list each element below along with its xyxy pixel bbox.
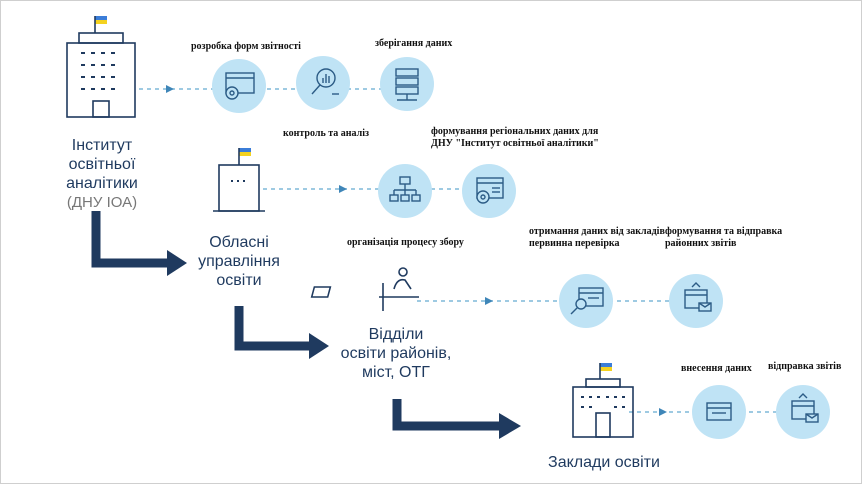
- hierarchy-icon: [389, 176, 421, 202]
- entity-schools-line1: Заклади освіти: [548, 454, 660, 471]
- label-regional-data: формування регіональних даних для ДНУ "І…: [431, 126, 599, 150]
- entity-regional-line2: управління: [198, 253, 280, 270]
- search-doc-icon: [570, 287, 604, 315]
- label-regional-data-line2: ДНУ "Інститут освітньої аналітики": [431, 138, 599, 149]
- circle-data-entry: [692, 385, 746, 439]
- entity-schools: Заклади освіти: [539, 453, 669, 472]
- label-data-entry: внесення даних: [681, 363, 752, 374]
- entity-district: Відділи освіти районів, міст, ОТГ: [334, 325, 458, 382]
- label-receive-data: отримання даних від закладів первинна пе…: [529, 226, 665, 250]
- entity-institute-line3: (ДНУ ІОА): [66, 194, 138, 211]
- circle-send-reports: [776, 385, 830, 439]
- building-icon: [213, 148, 265, 212]
- flow-arrowheads: [167, 250, 521, 439]
- flow-arrow-1: [91, 211, 169, 268]
- entity-institute: Інститут освітньої аналітики (ДНУ ІОА): [39, 136, 165, 212]
- building-icon: [66, 16, 136, 118]
- label-receive-data-line2: первинна перевірка: [529, 238, 620, 249]
- magnifier-chart-icon: [311, 68, 339, 95]
- entity-district-line1: Відділи: [368, 326, 424, 343]
- entity-district-line2: освіти районів,: [340, 345, 452, 362]
- person-laptop-icon: [310, 267, 419, 311]
- label-report-forms: розробка форм звітності: [191, 41, 301, 52]
- connector-arrowheads: [166, 85, 667, 416]
- window-icon: [706, 402, 732, 421]
- server-icon: [395, 68, 419, 101]
- gear-window-icon: [225, 72, 255, 100]
- envelope-doc-icon: [684, 282, 712, 312]
- entity-regional-line3: освіти: [216, 272, 262, 289]
- label-organize-collection: організація процесу збору: [347, 237, 464, 248]
- flow-arrow-2: [234, 306, 311, 351]
- label-regional-data-line1: формування регіональних даних для: [431, 126, 599, 137]
- envelope-doc-icon: [791, 393, 819, 423]
- flow-arrow-3: [392, 399, 501, 431]
- circle-regional-data: [462, 164, 516, 218]
- building-icon: [572, 363, 634, 438]
- entity-institute-line2: освітньої аналітики: [66, 156, 138, 192]
- label-data-storage: зберігання даних: [375, 38, 453, 49]
- label-send-reports: відправка звітів: [768, 361, 842, 372]
- circle-data-storage: [380, 57, 434, 111]
- circle-report-forms: [212, 59, 266, 113]
- flow-arrows: [91, 211, 501, 431]
- label-receive-data-line1: отримання даних від закладів: [529, 226, 665, 237]
- label-district-reports-line1: формування та відправка: [665, 226, 783, 237]
- entity-institute-line1: Інститут: [71, 137, 133, 154]
- label-control-analysis: контроль та аналіз: [283, 128, 370, 139]
- label-district-reports: формування та відправка районних звітів: [665, 226, 782, 250]
- entity-district-line3: міст, ОТГ: [362, 364, 430, 381]
- gear-window-icon: [476, 177, 504, 204]
- entity-regional: Обласні управління освіти: [184, 233, 294, 290]
- circle-district-reports: [669, 274, 723, 328]
- circle-receive-data: [559, 274, 613, 328]
- entity-regional-line1: Обласні: [209, 234, 269, 251]
- label-district-reports-line2: районних звітів: [665, 238, 737, 249]
